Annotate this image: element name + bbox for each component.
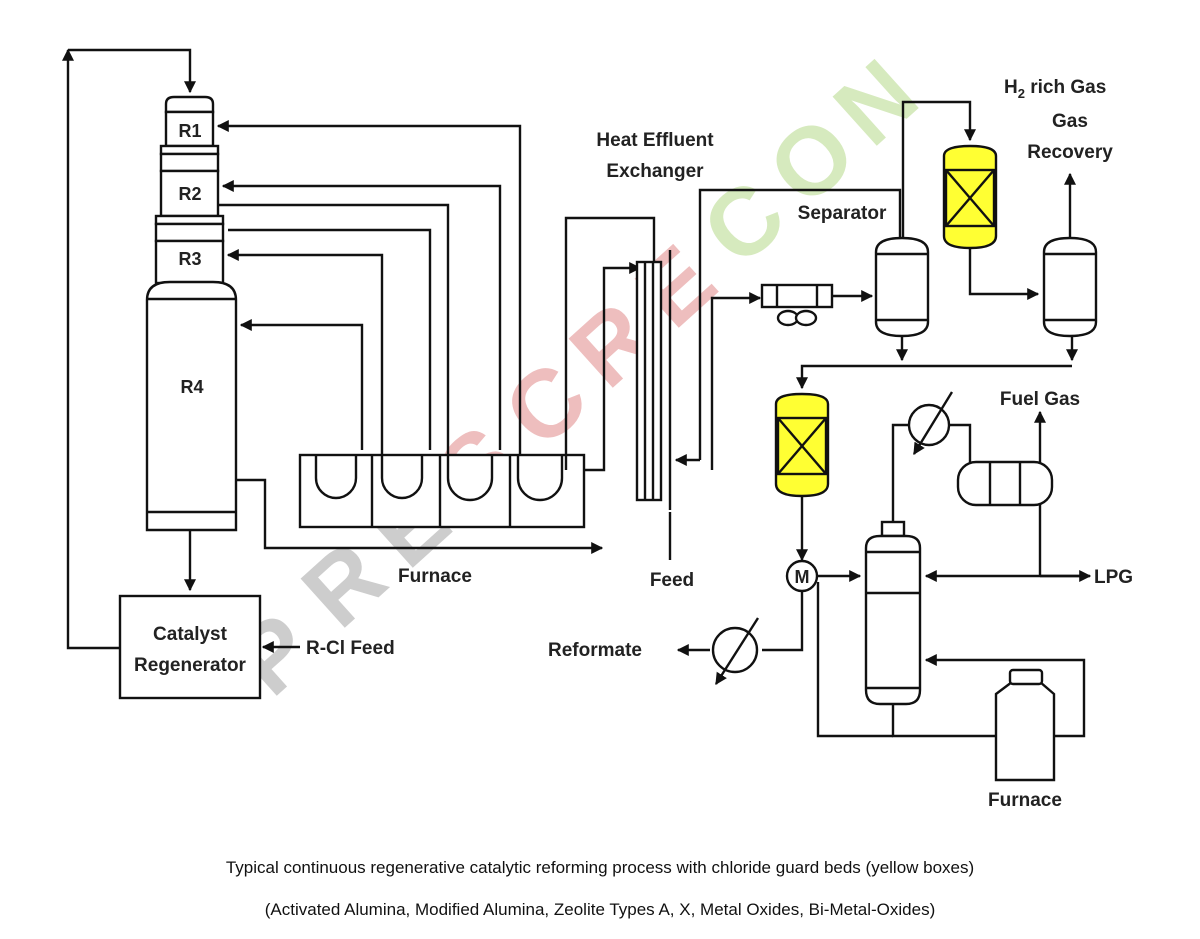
gas-recovery-vessel bbox=[1042, 172, 1098, 338]
catalyst-regenerator-label-line2: Regenerator bbox=[134, 655, 247, 676]
catalyst-loop bbox=[62, 48, 300, 653]
heat-effluent-label-line2: Exchanger bbox=[606, 161, 704, 182]
reactor-r2-label: R2 bbox=[178, 184, 201, 204]
reactor-r4-label: R4 bbox=[180, 377, 203, 397]
lpg-label: LPG bbox=[1094, 567, 1133, 588]
gas-label: Gas bbox=[1052, 111, 1088, 132]
reformate-cooler bbox=[711, 617, 760, 686]
heat-effluent-exchanger bbox=[635, 188, 902, 560]
pump-m-label: M bbox=[795, 567, 810, 587]
recovery-label: Recovery bbox=[1027, 142, 1113, 163]
separator-label: Separator bbox=[798, 203, 887, 224]
guard-bed-middle bbox=[774, 392, 830, 562]
air-cooler bbox=[760, 283, 874, 327]
separator-vessel bbox=[874, 236, 930, 338]
reformate-label: Reformate bbox=[548, 640, 642, 661]
reactor-r1-label: R1 bbox=[178, 121, 201, 141]
caption-line1: Typical continuous regenerative catalyti… bbox=[226, 858, 974, 877]
h2-rich-gas-label: H2 rich Gas bbox=[1004, 77, 1106, 101]
feed-label: Feed bbox=[650, 570, 694, 591]
top-condenser bbox=[907, 391, 954, 456]
guard-bed-top bbox=[942, 144, 998, 250]
catalyst-regenerator bbox=[118, 594, 262, 700]
reactor-r3-label: R3 bbox=[178, 249, 201, 269]
stabilizer-column bbox=[864, 520, 922, 706]
furnace-right bbox=[994, 668, 1056, 782]
furnace-right-label: Furnace bbox=[988, 790, 1062, 811]
reactor-stack bbox=[145, 95, 238, 532]
furnace-left-label: Furnace bbox=[398, 566, 472, 587]
furnace-left bbox=[298, 453, 586, 529]
fuel-gas-label: Fuel Gas bbox=[1000, 389, 1080, 410]
catalyst-regenerator-label-line1: Catalyst bbox=[153, 624, 228, 645]
separator-gas-piping bbox=[796, 100, 1078, 390]
watermark: P R E S C R E C O N bbox=[214, 40, 937, 716]
heat-effluent-label-line1: Heat Effluent bbox=[596, 130, 714, 151]
caption-line2: (Activated Alumina, Modified Alumina, Ze… bbox=[265, 900, 936, 919]
reflux-drum bbox=[956, 460, 1054, 507]
rcl-feed-label: R-Cl Feed bbox=[306, 638, 395, 659]
stabilizer-piping bbox=[676, 410, 1092, 738]
